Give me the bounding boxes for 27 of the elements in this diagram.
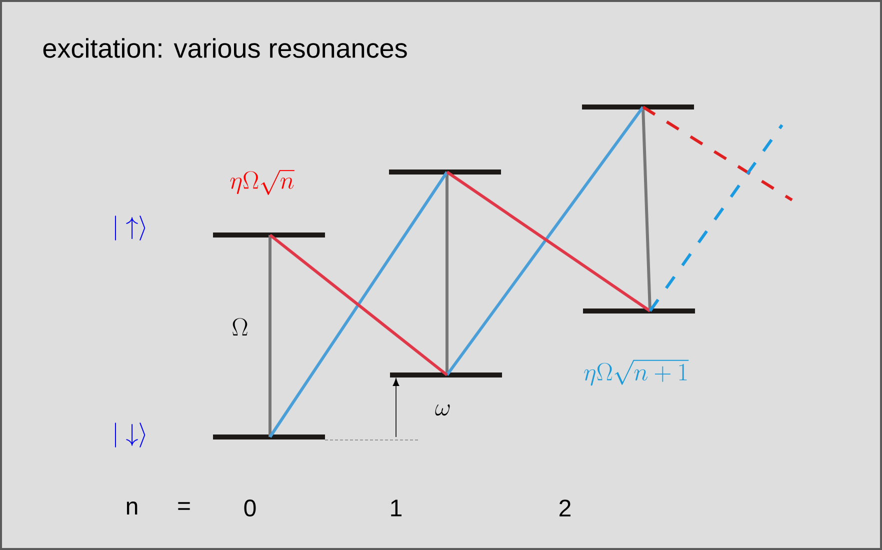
energy-level-bar <box>389 170 501 174</box>
rabi-frequency: $\eta\Omega\sqrt{n+1}$ <box>584 360 689 386</box>
quantum-number: n <box>126 502 138 514</box>
transition-line <box>446 172 448 375</box>
equals-sign: = <box>178 502 190 510</box>
dashed-line <box>648 124 784 312</box>
rabi-frequency: $\eta\Omega\sqrt{n}$ <box>230 170 294 195</box>
title: excitation: various resonances <box>43 38 407 58</box>
dashed-line <box>642 106 793 202</box>
transition-line <box>446 170 651 312</box>
state-ket: $|\downarrow\rangle$ <box>115 422 146 448</box>
quantum-number: 0 <box>244 500 256 516</box>
transition-line <box>268 235 272 437</box>
state-ket: $|\uparrow\rangle$ <box>115 216 146 240</box>
energy-level-bar <box>213 434 325 440</box>
transition-line <box>268 171 448 438</box>
energy-level-bar <box>582 104 694 110</box>
rabi-frequency: $\Omega$ <box>232 318 248 336</box>
energy-level-bar <box>390 372 502 378</box>
transition-line <box>446 106 644 376</box>
quantum-number: 1 <box>391 500 402 516</box>
energy-level-bar <box>213 232 325 238</box>
quantum-number: 2 <box>560 500 570 516</box>
transition-line <box>642 106 652 312</box>
energy-level-bar <box>583 308 695 314</box>
transition-line <box>269 234 448 376</box>
frequency-label: $\omega$ <box>435 404 450 416</box>
